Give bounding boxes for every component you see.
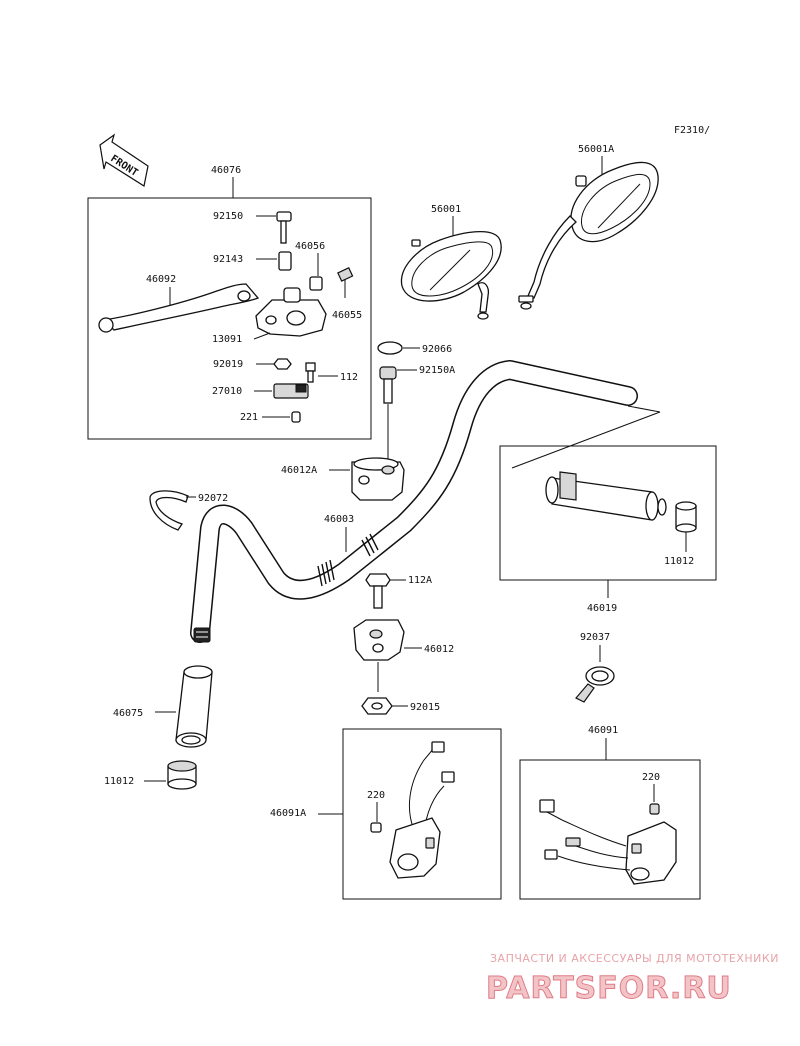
part-label-46076: 46076	[211, 165, 241, 176]
part-label-56001A: 56001A	[578, 144, 614, 155]
figure-code: F2310/	[674, 125, 710, 136]
part-label-92066: 92066	[422, 344, 452, 355]
part-label-92072: 92072	[198, 493, 228, 504]
band-92072	[149, 490, 189, 531]
screw-221	[291, 411, 301, 423]
throttle-grip-46019	[545, 471, 667, 521]
part-label-92143: 92143	[213, 254, 243, 265]
watermark-logo: PARTSFOR.RU	[486, 971, 732, 1006]
left-switch-46091A	[370, 741, 455, 879]
mirror-56001	[400, 230, 502, 320]
bolt-92150	[276, 211, 292, 244]
front-arrow-icon: FRONT	[99, 133, 149, 187]
mirror-56001A	[518, 161, 659, 310]
part-label-11012-left: 11012	[104, 776, 134, 787]
right-switch-46091	[539, 799, 677, 885]
part-label-220-right: 220	[642, 772, 660, 783]
part-label-46056: 46056	[295, 241, 325, 252]
part-label-112A: 112A	[408, 575, 432, 586]
nut-46056	[309, 276, 323, 291]
part-label-46091: 46091	[588, 725, 618, 736]
part-label-46019: 46019	[587, 603, 617, 614]
holder-46012	[353, 619, 405, 661]
part-label-46092: 46092	[146, 274, 176, 285]
part-label-11012-right: 11012	[664, 556, 694, 567]
lever-assembly-box	[87, 197, 372, 440]
washer-92066	[377, 341, 403, 355]
part-label-46075: 46075	[113, 708, 143, 719]
part-label-221: 221	[240, 412, 258, 423]
part-label-27010: 27010	[212, 386, 242, 397]
part-label-56001: 56001	[431, 204, 461, 215]
part-label-92150: 92150	[213, 211, 243, 222]
part-label-92015: 92015	[410, 702, 440, 713]
part-label-46055: 46055	[332, 310, 362, 321]
clutch-lever-46092	[98, 283, 260, 333]
left-grip-46075	[175, 665, 213, 748]
part-label-46012: 46012	[424, 644, 454, 655]
bolt-92150A	[379, 366, 397, 404]
part-label-92037: 92037	[580, 632, 610, 643]
lever-bracket-13091	[255, 287, 327, 337]
watermark-tagline: ЗАПЧАСТИ И АКСЕССУАРЫ ДЛЯ МОТОТЕХНИКИ	[490, 952, 779, 965]
part-label-112: 112	[340, 372, 358, 383]
clamp-92037	[575, 666, 615, 703]
holder-46012A	[351, 457, 405, 501]
part-label-92150A: 92150A	[419, 365, 455, 376]
handlebar-46003	[190, 360, 638, 643]
part-label-220-left: 220	[367, 790, 385, 801]
part-label-13091: 13091	[212, 334, 242, 345]
part-label-46003: 46003	[324, 514, 354, 525]
grip-end-cap-11012-left	[167, 760, 197, 790]
nut-92019	[273, 358, 292, 370]
part-label-46091A: 46091A	[270, 808, 306, 819]
bolt-112A	[365, 573, 391, 609]
switch-27010	[273, 383, 309, 399]
screw-112	[305, 362, 316, 383]
part-label-46012A: 46012A	[281, 465, 317, 476]
screw-46055	[337, 267, 354, 298]
grip-end-cap-11012-right	[675, 501, 697, 533]
collar-92143	[278, 251, 292, 271]
part-label-92019: 92019	[213, 359, 243, 370]
right-switch-box	[519, 759, 701, 900]
